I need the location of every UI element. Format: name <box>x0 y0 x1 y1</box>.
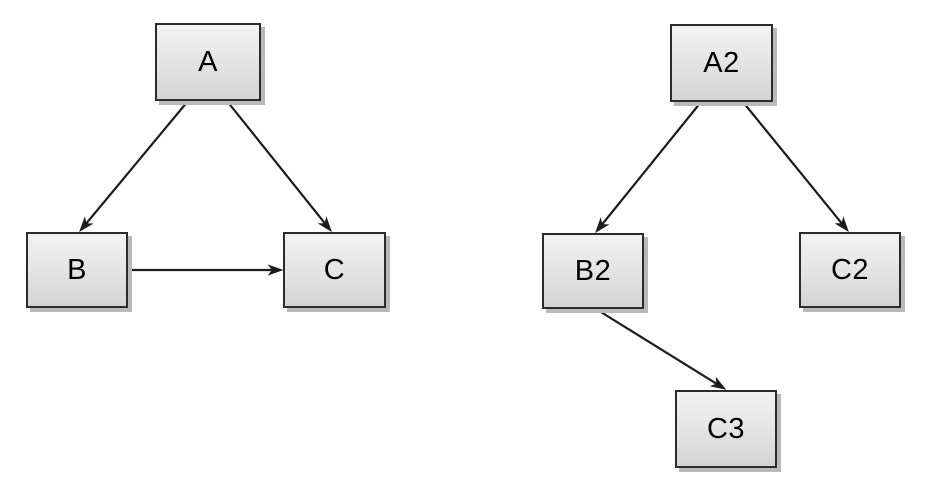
node-label: A <box>198 45 218 78</box>
node-label: A2 <box>703 46 740 79</box>
edge-a2-to-b2[interactable] <box>595 101 702 234</box>
node-c2[interactable]: C2 <box>799 232 901 308</box>
node-label: C2 <box>830 253 870 286</box>
edge-line <box>226 100 327 225</box>
node-label: B <box>67 253 87 286</box>
edge-line <box>84 100 189 225</box>
edge-line <box>742 101 844 225</box>
edge-line <box>595 308 718 386</box>
node-label: B2 <box>574 254 612 287</box>
arrowhead-icon <box>709 376 727 390</box>
node-label: C <box>323 253 346 286</box>
node-b[interactable]: B <box>26 232 128 308</box>
arrowhead-icon <box>317 216 332 233</box>
edge-a2-to-c2[interactable] <box>742 101 849 233</box>
node-c[interactable]: C <box>283 232 386 308</box>
node-c3[interactable]: C3 <box>675 390 777 468</box>
edge-a-to-b[interactable] <box>79 100 189 233</box>
edge-b-to-c[interactable] <box>129 264 284 276</box>
node-b2[interactable]: B2 <box>542 233 644 309</box>
node-a2[interactable]: A2 <box>670 24 773 102</box>
arrowhead-icon <box>595 217 610 234</box>
node-a[interactable]: A <box>155 23 261 101</box>
node-label: C3 <box>706 412 746 445</box>
arrowhead-icon <box>267 264 284 276</box>
arrowhead-icon <box>79 216 94 233</box>
edge-line <box>600 101 702 226</box>
edge-b2-to-c3[interactable] <box>595 308 727 390</box>
edge-a-to-c[interactable] <box>226 100 332 233</box>
arrowhead-icon <box>834 216 849 233</box>
